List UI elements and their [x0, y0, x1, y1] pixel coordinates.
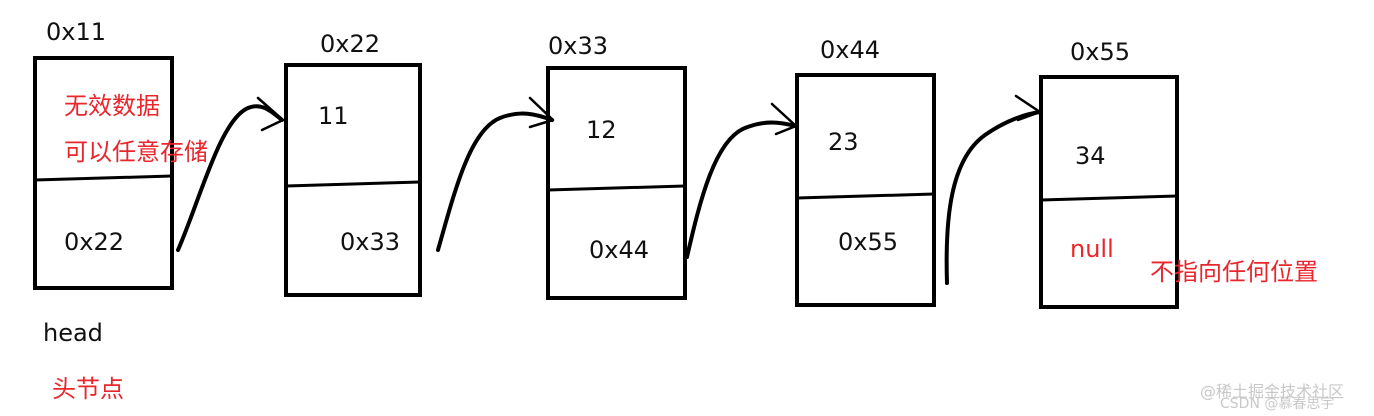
node-1: 0x22 11 0x33: [284, 30, 422, 297]
node-divider: [285, 180, 421, 188]
pointer-arrow-2: [436, 96, 555, 252]
node-box: [33, 56, 174, 290]
null-pointer-value: null: [1070, 235, 1114, 263]
node-3: 0x44 23 0x55: [795, 36, 936, 307]
invalid-data-note-line1: 无效数据: [64, 92, 160, 120]
node-divider: [547, 184, 686, 192]
node-divider: [796, 192, 935, 200]
node-address: 0x22: [320, 30, 380, 58]
points-nowhere-note: 不指向任何位置: [1150, 258, 1318, 286]
node-next-pointer: 0x44: [589, 236, 649, 264]
head-label: head: [43, 319, 103, 347]
node-divider: [34, 174, 173, 182]
head-node-label: 头节点: [52, 375, 124, 403]
node-divider: [1040, 194, 1178, 202]
node-box: [546, 66, 687, 300]
watermark-text: @稀土掘金技术社区: [1200, 382, 1344, 401]
node-next-pointer: 0x22: [64, 228, 124, 256]
pointer-arrow-1: [176, 96, 285, 252]
node-address: 0x55: [1070, 38, 1130, 66]
node-address: 0x11: [46, 18, 106, 46]
node-data-value: 23: [828, 128, 859, 156]
node-box: [1039, 75, 1179, 309]
invalid-data-note-line2: 可以任意存储: [64, 138, 208, 166]
node-box: [795, 73, 936, 307]
watermark-under-text: CSDN @慕春思宇: [1220, 396, 1334, 412]
node-4: 0x55 34 null: [1039, 38, 1179, 309]
node-address: 0x44: [820, 36, 880, 64]
node-data-value: 12: [586, 116, 617, 144]
node-data-value: 34: [1075, 142, 1106, 170]
node-next-pointer: 0x55: [838, 228, 898, 256]
node-next-pointer: 0x33: [340, 228, 400, 256]
node-box: [284, 63, 422, 297]
node-data-value: 11: [318, 102, 349, 130]
pointer-arrow-4: [944, 94, 1042, 285]
node-address: 0x33: [548, 32, 608, 60]
node-head: 0x11 无效数据 可以任意存储 0x22: [33, 18, 208, 290]
node-2: 0x33 12 0x44: [546, 32, 687, 300]
pointer-arrow-3: [685, 102, 798, 259]
